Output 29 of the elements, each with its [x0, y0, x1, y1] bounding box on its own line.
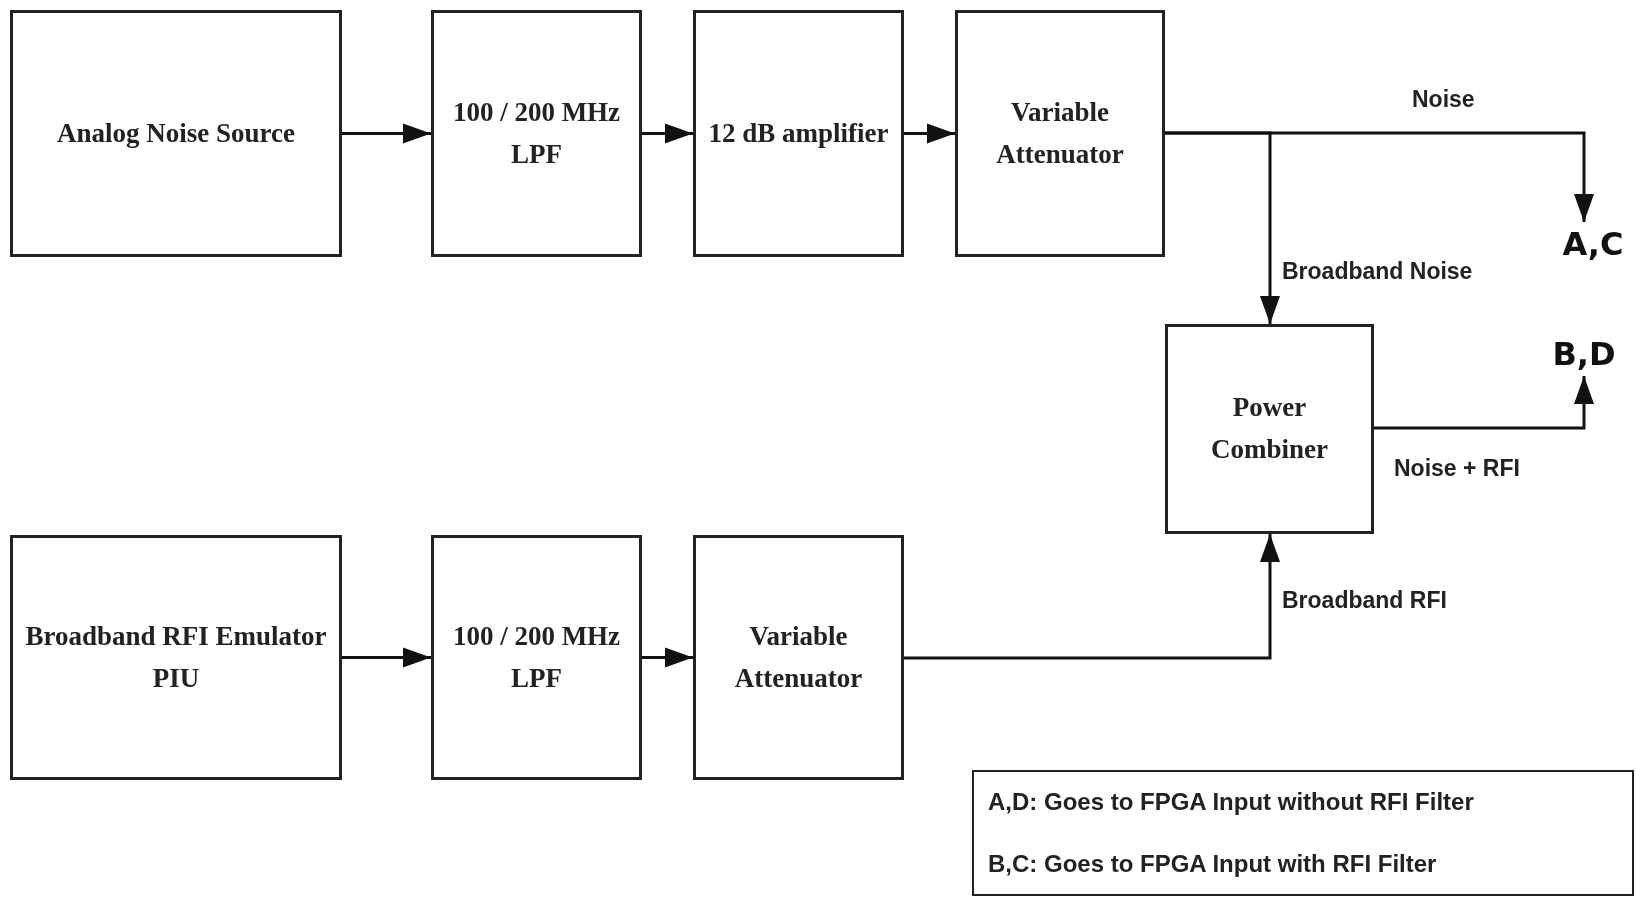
box-label: Variable Attenuator	[995, 95, 1125, 171]
note-box	[972, 770, 1634, 896]
box-label: Variable Attenuator	[733, 619, 864, 695]
process-box	[10, 10, 342, 257]
process-box	[693, 535, 904, 780]
process-box	[10, 535, 342, 780]
port-label: A,C	[1560, 222, 1626, 266]
arrow	[342, 123, 431, 144]
box-label: 12 dB amplifier	[708, 116, 889, 150]
port-label: B,D	[1544, 332, 1624, 376]
process-box	[955, 10, 1165, 257]
arrow	[342, 647, 431, 668]
arrow	[1165, 131, 1280, 324]
box-label: 100 / 200 MHz LPF	[451, 619, 622, 695]
box-label: Broadband RFI Emulator PIU	[24, 619, 328, 695]
box-label: Power Combiner	[1210, 391, 1329, 466]
arrow	[1374, 376, 1594, 430]
note-text: A,D: Goes to FPGA Input without RFI Filter	[988, 788, 1474, 816]
process-box	[431, 535, 642, 780]
process-box	[693, 10, 904, 257]
arrow	[904, 534, 1280, 660]
arrow	[904, 123, 955, 144]
box-label: 100 / 200 MHz LPF	[451, 95, 622, 171]
process-box	[1165, 324, 1374, 534]
process-box	[431, 10, 642, 257]
arrow	[642, 123, 693, 144]
box-label: Analog Noise Source	[57, 116, 295, 150]
note-text: B,C: Goes to FPGA Input with RFI Filter	[988, 850, 1437, 878]
arrow	[642, 647, 693, 668]
